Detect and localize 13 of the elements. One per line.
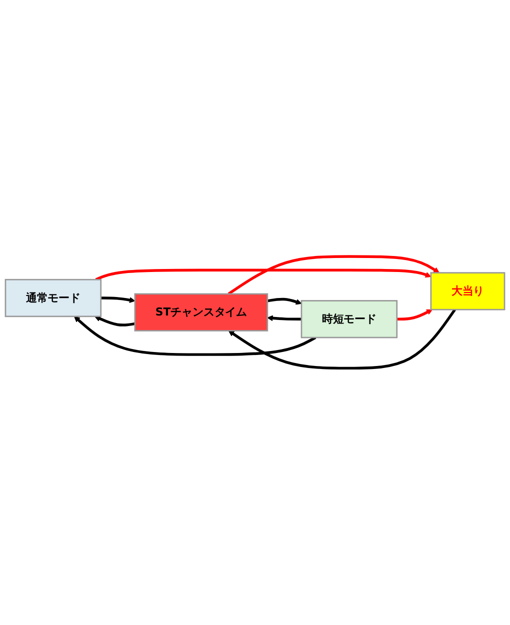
arrow (74, 316, 316, 356)
node-box: 通常モード (4, 279, 102, 318)
arrow (267, 315, 302, 322)
node-box: 大当り (430, 272, 506, 310)
arrow (94, 316, 136, 327)
node-box: STチャンスタイム (134, 293, 268, 332)
arrow (228, 255, 440, 296)
arrow (267, 298, 302, 305)
arrow (100, 296, 136, 304)
arrow (396, 310, 433, 321)
arrow (95, 268, 432, 282)
arrow (228, 308, 456, 370)
node-box: 時短モード (300, 300, 398, 338)
